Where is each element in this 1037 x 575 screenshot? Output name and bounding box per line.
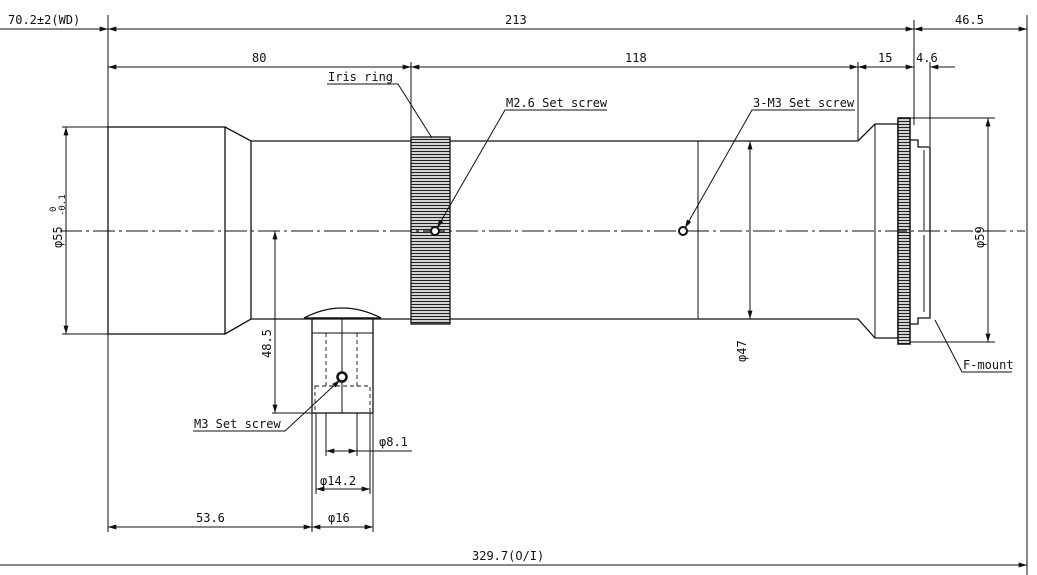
lens-body bbox=[107, 117, 931, 414]
dim-48-5: 48.5 bbox=[260, 329, 274, 358]
callout-3-m3-set-screw: 3-M3 Set screw bbox=[753, 96, 855, 110]
dimension-lines bbox=[0, 26, 1027, 568]
leaders bbox=[193, 83, 1012, 432]
dim-4-6: 4.6 bbox=[916, 51, 938, 65]
callout-m3-set-screw: M3 Set screw bbox=[194, 417, 281, 431]
dim-46-5: 46.5 bbox=[955, 13, 984, 27]
dim-phi55: φ55 bbox=[51, 226, 65, 248]
screw-holes bbox=[336, 226, 688, 383]
dim-phi59: φ59 bbox=[973, 226, 987, 248]
callout-m26-set-screw: M2.6 Set screw bbox=[506, 96, 608, 110]
dim-phi47: φ47 bbox=[735, 340, 749, 362]
dim-total: 329.7(O/I) bbox=[472, 549, 544, 563]
dim-80: 80 bbox=[252, 51, 266, 65]
dim-53-6: 53.6 bbox=[196, 511, 225, 525]
dim-213: 213 bbox=[505, 13, 527, 27]
dim-118: 118 bbox=[625, 51, 647, 65]
callout-f-mount: F-mount bbox=[963, 358, 1014, 372]
dim-15: 15 bbox=[878, 51, 892, 65]
dim-phi8-1: φ8.1 bbox=[379, 435, 408, 449]
callout-iris-ring: Iris ring bbox=[328, 70, 393, 84]
dim-wd: 70.2±2(WD) bbox=[8, 13, 80, 27]
dim-phi14-2: φ14.2 bbox=[320, 474, 356, 488]
dim-phi55-tol-upper: 0 bbox=[49, 207, 59, 212]
dim-phi16: φ16 bbox=[328, 511, 350, 525]
dim-phi55-tol-lower: -0.1 bbox=[58, 194, 68, 216]
